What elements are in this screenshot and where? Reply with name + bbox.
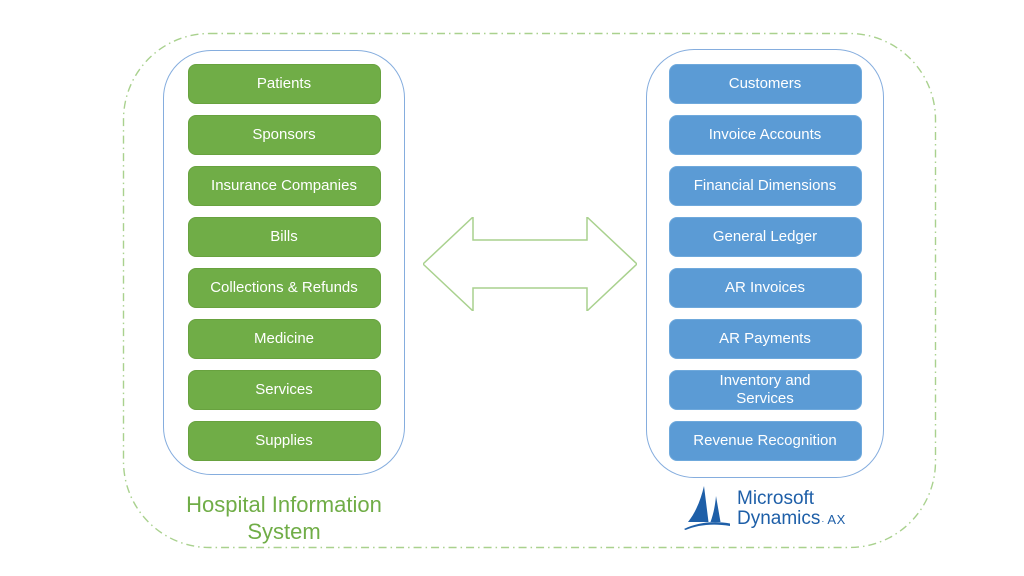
- dynamics-sails-icon: [684, 486, 730, 530]
- microsoft-dynamics-ax-logo: Microsoft Dynamics· AX: [684, 486, 846, 531]
- ax-item-financial-dimensions: Financial Dimensions: [668, 166, 862, 206]
- hospital-system-title: Hospital Information System: [186, 492, 382, 544]
- hospital-item-medicine: Medicine: [187, 319, 381, 359]
- hospital-item-supplies: Supplies: [187, 421, 381, 461]
- logo-brand-line: Microsoft: [737, 488, 815, 509]
- hospital-item-collections-refunds: Collections & Refunds: [187, 268, 381, 308]
- logo-product-line: Dynamics· AX: [737, 509, 846, 531]
- dynamics-logo-text: Microsoft Dynamics· AX: [737, 489, 846, 531]
- hospital-item-sponsors: Sponsors: [187, 115, 381, 155]
- hospital-item-insurance-companies: Insurance Companies: [187, 166, 381, 206]
- ax-item-ar-invoices: AR Invoices: [668, 268, 862, 308]
- hospital-item-services: Services: [187, 370, 381, 410]
- hospital-item-bills: Bills: [187, 217, 381, 257]
- ax-item-revenue-recognition: Revenue Recognition: [668, 421, 862, 461]
- hospital-system-panel: Patients Sponsors Insurance Companies Bi…: [163, 50, 405, 475]
- ax-item-ar-payments: AR Payments: [668, 319, 862, 359]
- logo-product-name: Dynamics: [737, 508, 821, 529]
- logo-edition-label: AX: [827, 512, 846, 527]
- hospital-item-patients: Patients: [187, 64, 381, 104]
- ax-item-customers: Customers: [668, 64, 862, 104]
- ax-item-invoice-accounts: Invoice Accounts: [668, 115, 862, 155]
- ax-item-general-ledger: General Ledger: [668, 217, 862, 257]
- dynamics-ax-panel: Customers Invoice Accounts Financial Dim…: [646, 49, 884, 478]
- bidirectional-arrow-icon: [423, 217, 637, 311]
- logo-trademark-mark: ·: [821, 516, 825, 526]
- ax-item-inventory-services: Inventory and Services: [668, 370, 862, 410]
